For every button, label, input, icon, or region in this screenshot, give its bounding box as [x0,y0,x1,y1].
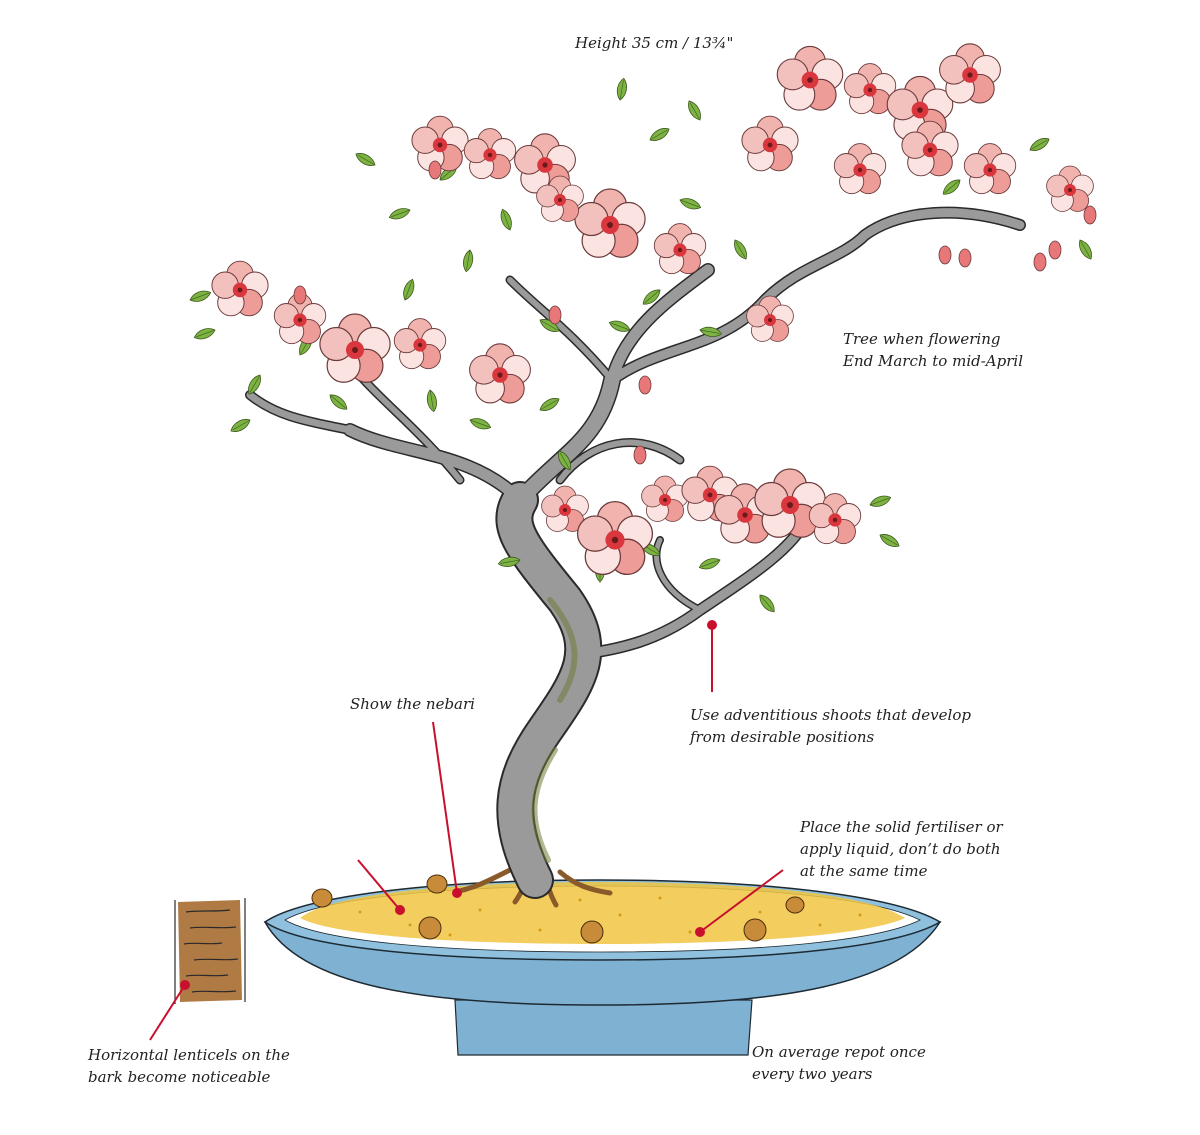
annotation-line: On average repot once [752,1043,926,1061]
annotation-line: apply liquid, don’t do both [800,840,1001,858]
annotation-line: every two years [752,1065,873,1083]
annotation-line: bark become noticeable [88,1068,271,1086]
annotation-flowering: Tree when flowering End March to mid-Apr… [843,328,1023,372]
bonsai-trunk [245,206,1026,899]
annotation-line: End March to mid-April [843,352,1023,370]
pointer-fertiliser [695,869,784,937]
pointer-adventitious [707,620,717,692]
annotation-line: Use adventitious shoots that develop [690,706,971,724]
annotation-line: from desirable positions [690,728,875,746]
fertiliser-pellets [311,874,805,944]
annotation-line: Horizontal lenticels on the [88,1046,290,1064]
annotation-line: at the same time [800,862,928,880]
annotation-adventitious: Use adventitious shoots that develop fro… [690,704,971,748]
annotation-nebari: Show the nebari [350,693,475,715]
annotation-line: Place the solid fertiliser or [800,818,1003,836]
pointer-lines [149,620,784,1041]
annotation-line: Show the nebari [350,695,475,713]
height-label: Height 35 cm / 13¾" [575,34,734,52]
annotation-lenticels: Horizontal lenticels on the bark become … [88,1044,290,1088]
annotation-fertiliser: Place the solid fertiliser or apply liqu… [800,816,1003,882]
pointer-nebari [432,721,462,898]
pointer-lenticels [149,980,190,1041]
bark-swatch [174,898,246,1004]
annotation-repot: On average repot once every two years [752,1041,926,1085]
annotation-line: Tree when flowering [843,330,1001,348]
pointer-soil [357,859,405,915]
